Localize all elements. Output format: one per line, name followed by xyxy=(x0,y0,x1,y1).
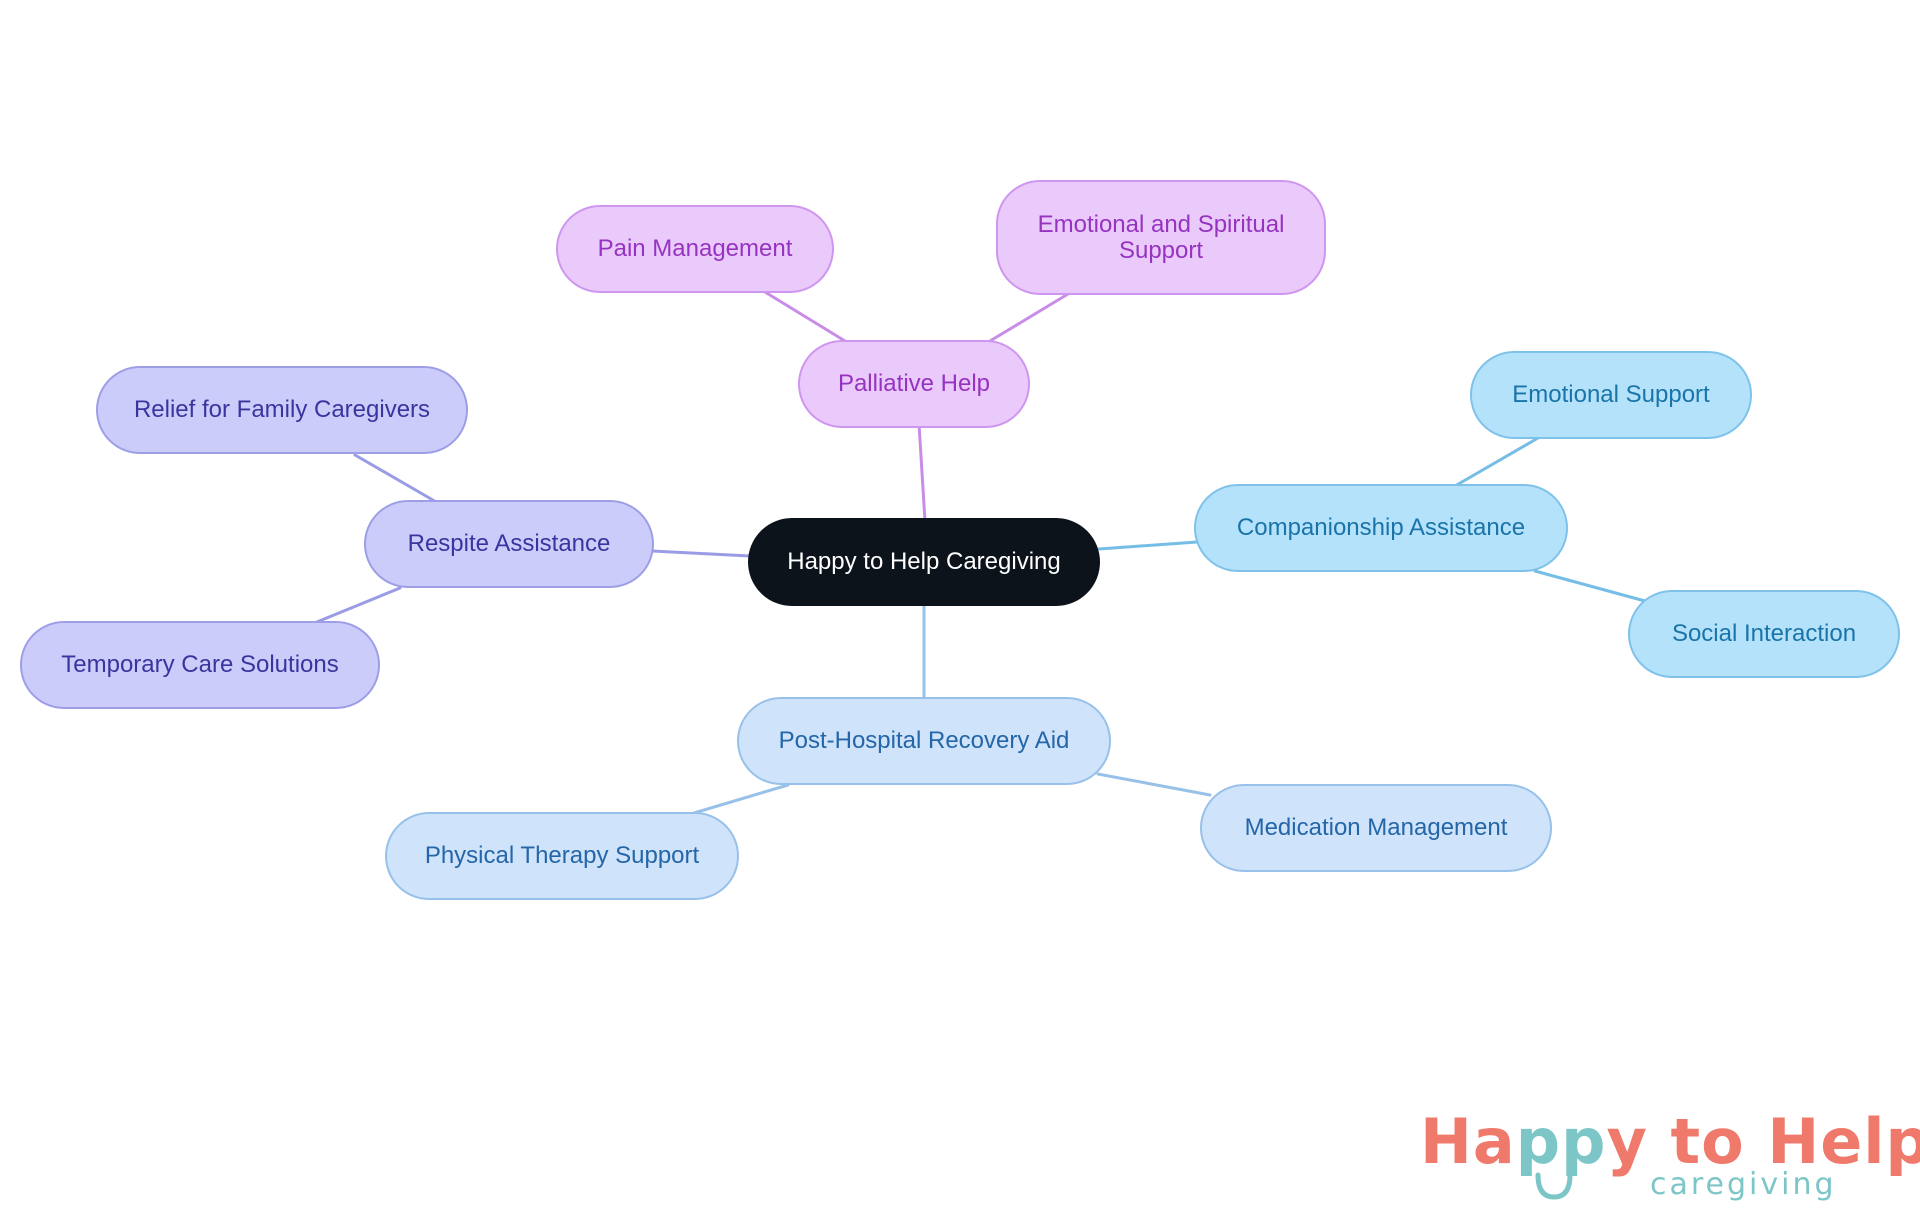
connector-companionship-social xyxy=(1533,569,1647,603)
smile-icon xyxy=(1535,1172,1573,1200)
node-companionship-assistance-label: Companionship Assistance xyxy=(1236,514,1526,541)
node-social-interaction-label: Social Interaction xyxy=(1671,620,1857,647)
node-temporary-care-solutions-label: Temporary Care Solutions xyxy=(61,651,339,678)
connector-center-companionship xyxy=(1097,540,1199,551)
node-respite-assistance[interactable]: Respite Assistance xyxy=(364,500,654,588)
center-node-label: Happy to Help Caregiving xyxy=(787,548,1061,575)
node-pain-management[interactable]: Pain Management xyxy=(556,205,834,293)
connector-companionship-emotional xyxy=(1453,436,1540,488)
connector-center-palliative xyxy=(917,422,927,523)
connector-respite-relief xyxy=(353,453,440,505)
node-respite-assistance-label: Respite Assistance xyxy=(407,530,611,557)
node-medication-management[interactable]: Medication Management xyxy=(1200,784,1552,872)
node-medication-management-label: Medication Management xyxy=(1244,814,1508,841)
node-palliative-help-label: Palliative Help xyxy=(837,370,991,397)
logo-part-rest: y to Help xyxy=(1606,1105,1920,1178)
connector-recovery-medication xyxy=(1096,772,1212,797)
node-relief-family-caregivers-label: Relief for Family Caregivers xyxy=(133,396,431,423)
connector-recovery-physical xyxy=(692,783,790,815)
node-post-hospital-recovery-aid[interactable]: Post-Hospital Recovery Aid xyxy=(737,697,1111,785)
node-pain-management-label: Pain Management xyxy=(597,235,793,262)
node-emotional-support[interactable]: Emotional Support xyxy=(1470,351,1752,439)
logo-tagline: caregiving xyxy=(1650,1167,1837,1202)
node-relief-family-caregivers[interactable]: Relief for Family Caregivers xyxy=(96,366,468,454)
connector-center-respite xyxy=(650,549,752,558)
node-post-hospital-recovery-aid-label: Post-Hospital Recovery Aid xyxy=(778,727,1070,754)
node-emotional-spiritual-support-label: Emotional and Spiritual Support xyxy=(1037,210,1285,264)
connector-palliative-pain xyxy=(763,290,847,343)
node-companionship-assistance[interactable]: Companionship Assistance xyxy=(1194,484,1568,572)
node-palliative-help[interactable]: Palliative Help xyxy=(798,340,1030,428)
center-node[interactable]: Happy to Help Caregiving xyxy=(748,518,1100,606)
node-social-interaction[interactable]: Social Interaction xyxy=(1628,590,1900,678)
connector-palliative-emotional-spiritual xyxy=(988,292,1070,343)
logo-part-ha: Ha xyxy=(1420,1105,1516,1178)
logo-part-pp: pp xyxy=(1515,1105,1607,1178)
connector-respite-temporary xyxy=(310,586,402,626)
node-emotional-support-label: Emotional Support xyxy=(1512,381,1710,408)
node-temporary-care-solutions[interactable]: Temporary Care Solutions xyxy=(20,621,380,709)
logo-wordmark: Happy to Help xyxy=(1420,1105,1920,1178)
brand-logo: Happy to Help caregiving xyxy=(1420,1105,1920,1215)
node-physical-therapy-support[interactable]: Physical Therapy Support xyxy=(385,812,739,900)
node-emotional-spiritual-support[interactable]: Emotional and Spiritual Support xyxy=(996,180,1326,295)
node-physical-therapy-support-label: Physical Therapy Support xyxy=(424,842,700,869)
